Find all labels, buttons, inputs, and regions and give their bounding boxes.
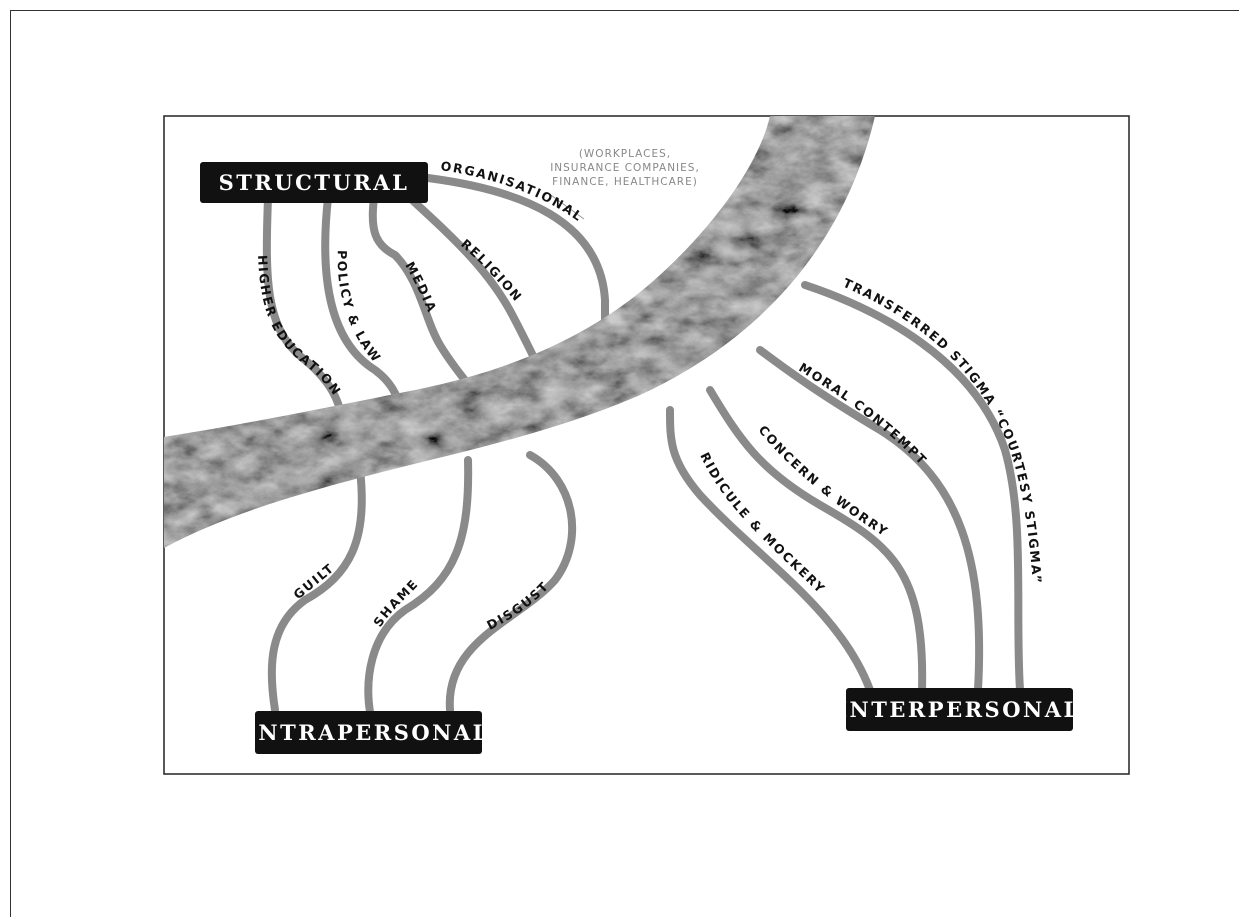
interpersonal-label: INTERPERSONAL (837, 697, 1081, 722)
structural-label: STRUCTURAL (219, 170, 410, 195)
note-line-3: FINANCE, HEALTHCARE) (552, 176, 698, 188)
intrapersonal-label: INTRAPERSONAL (246, 720, 490, 745)
interpersonal-node: INTERPERSONAL (837, 688, 1081, 731)
structural-node: STRUCTURAL (200, 162, 428, 203)
note-line-1: (WORKPLACES, (579, 148, 671, 160)
note-line-2: INSURANCE COMPANIES, (550, 162, 700, 174)
intrapersonal-node: INTRAPERSONAL (246, 711, 490, 754)
